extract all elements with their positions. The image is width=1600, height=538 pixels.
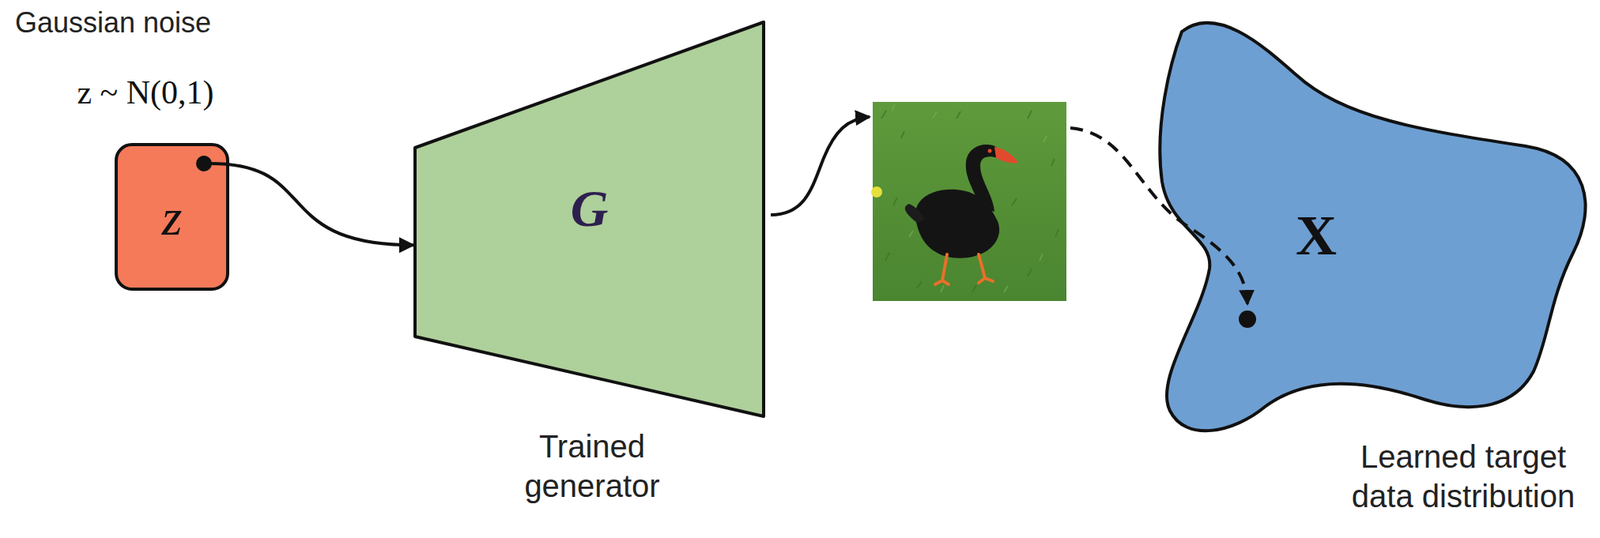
distribution-caption: Learned target data distribution xyxy=(1332,437,1594,517)
distribution-blob: XLearned target data distribution xyxy=(1154,0,1600,443)
region-outline xyxy=(1154,0,1600,443)
distribution-formula: z ~ N(0,1) xyxy=(48,73,243,112)
swan-photo xyxy=(871,101,1067,302)
generator-trapezoid: GTrained generator xyxy=(413,20,766,419)
connector-dot xyxy=(196,155,212,172)
sample-dot xyxy=(1238,310,1257,329)
noise-box: Gaussian noisez ~ N(0,1)z xyxy=(114,143,230,291)
input-heading: Gaussian noise xyxy=(5,6,221,40)
variable-label: z xyxy=(117,187,227,248)
generator-caption: Trained generator xyxy=(501,426,684,506)
output-arrow xyxy=(770,116,870,216)
distribution-symbol: X xyxy=(1272,207,1360,265)
input-connector xyxy=(203,163,414,246)
mapping-arrow xyxy=(1070,128,1248,305)
generator-symbol: G xyxy=(413,182,766,235)
